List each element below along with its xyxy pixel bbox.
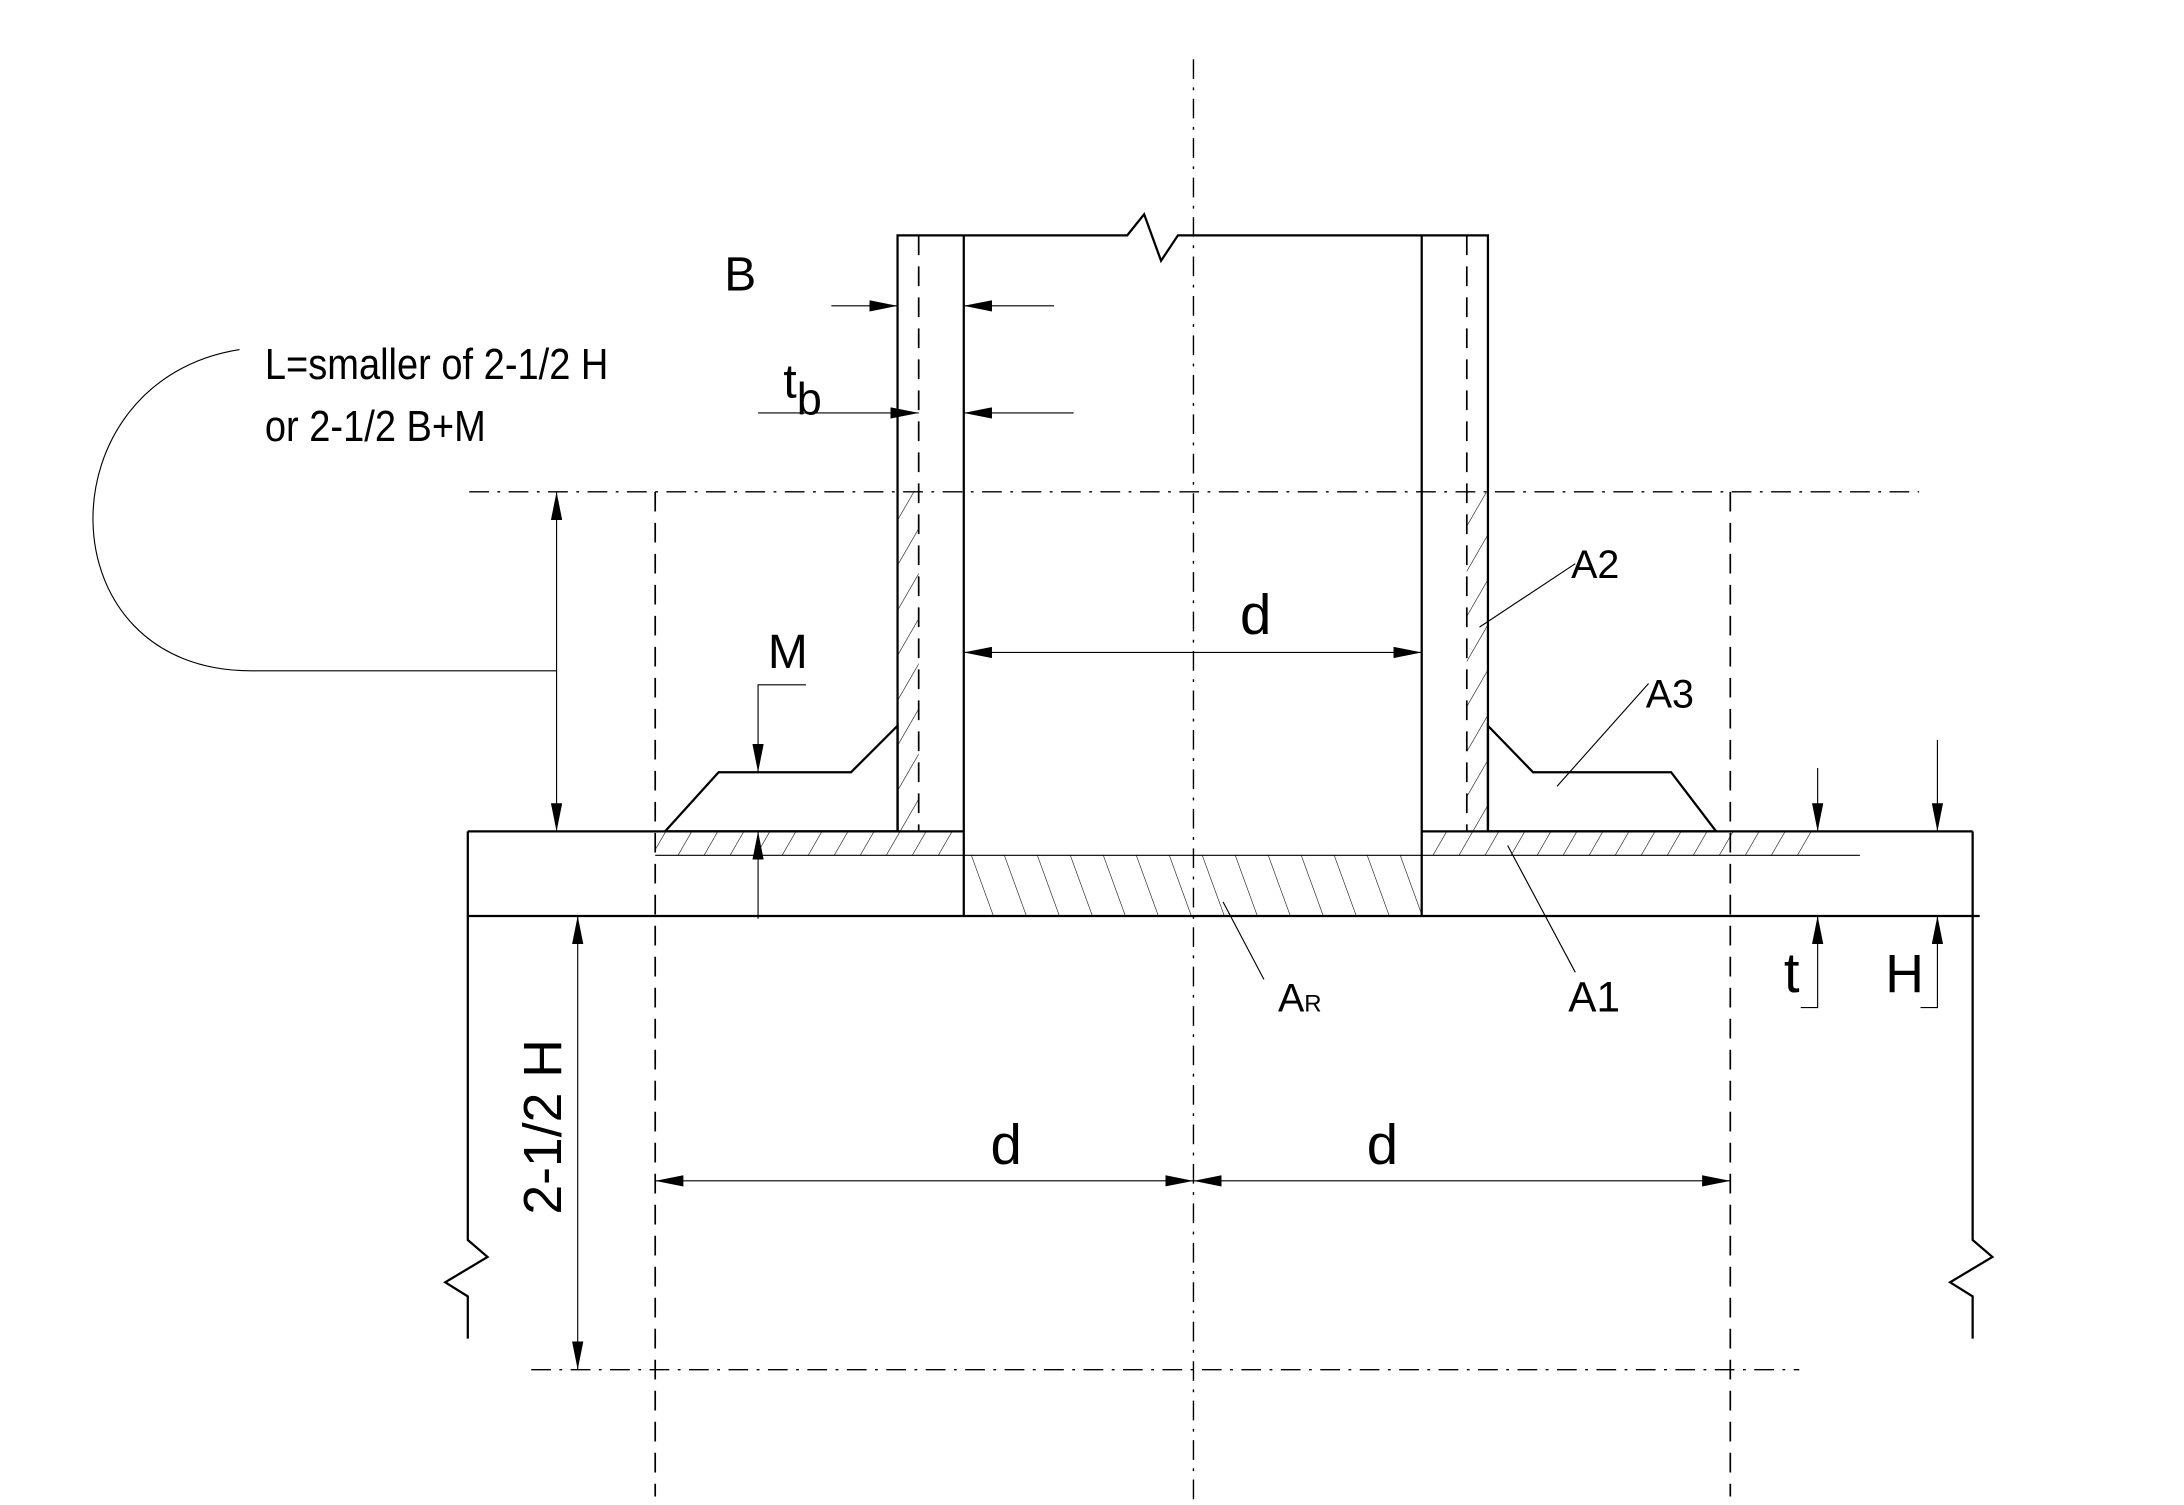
area-a1-right xyxy=(1421,831,1818,856)
area-a1-left xyxy=(655,831,964,856)
area-a3-right xyxy=(1486,722,1719,833)
nozzle xyxy=(896,211,1490,916)
label-ar: AR xyxy=(1278,977,1322,1021)
dimensions xyxy=(92,300,1944,1370)
area-a2-left xyxy=(897,491,919,832)
centerlines xyxy=(469,59,1920,1505)
label-l-line2: or 2-1/2 B+M xyxy=(265,401,486,450)
label-d-right: d xyxy=(1367,1113,1398,1176)
shell xyxy=(443,830,1995,1339)
area-a3-left xyxy=(662,723,899,833)
label-b: B xyxy=(724,248,756,301)
label-a3: A3 xyxy=(1646,672,1694,716)
label-t: t xyxy=(1784,941,1800,1004)
label-m: M xyxy=(768,626,808,679)
label-2-half-h: 2-1/2 H xyxy=(514,1039,573,1215)
label-a1: A1 xyxy=(1568,974,1620,1021)
area-a2-right xyxy=(1466,491,1488,832)
label-h: H xyxy=(1885,945,1924,1004)
labels: B tb L=smaller of 2-1/2 H or 2-1/2 B+M M… xyxy=(265,248,1924,1214)
area-ar xyxy=(963,855,1422,916)
label-d-top: d xyxy=(1240,583,1271,646)
label-d-left: d xyxy=(991,1113,1022,1176)
label-l-line1: L=smaller of 2-1/2 H xyxy=(265,340,609,389)
label-a2: A2 xyxy=(1571,543,1619,587)
label-tb: tb xyxy=(783,355,821,424)
area-hatches xyxy=(655,491,1818,916)
